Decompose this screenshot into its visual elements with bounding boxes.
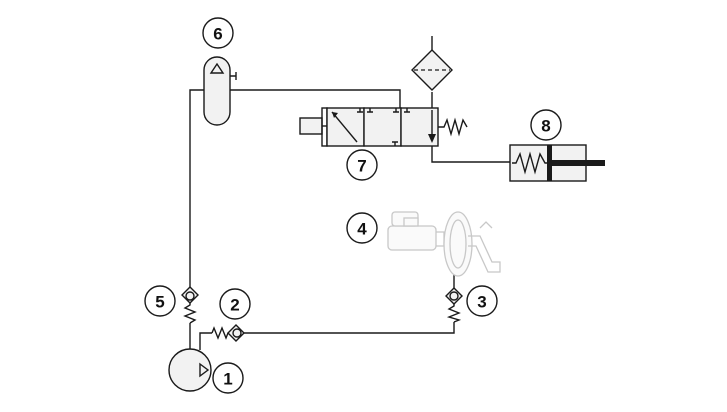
callout-4-circle (346, 212, 378, 244)
check-valve-5-spring-icon (183, 303, 197, 324)
pedal-pivot-icon (479, 221, 493, 229)
callout-8: 8 (530, 109, 562, 141)
actuator-spring-icon (512, 151, 548, 175)
callout-1: 1 (212, 362, 244, 394)
check-valve-5 (181, 286, 199, 324)
callout-5-label: 5 (155, 293, 164, 312)
reservoir-cap (403, 217, 419, 227)
valve-cell-2 (363, 107, 402, 147)
check-valve-2-body (227, 324, 245, 342)
pipe-pump-to-valve2 (199, 332, 212, 350)
actuator-rod (552, 160, 605, 166)
callout-3-label: 3 (477, 293, 486, 312)
callout-6: 6 (202, 17, 234, 49)
valve-block-symbol-1 (357, 108, 363, 113)
solenoid-coil (299, 117, 323, 135)
callout-7-label: 7 (357, 157, 366, 176)
valve-block-symbol-3 (393, 108, 399, 113)
accumulator-triangle-icon (209, 62, 225, 74)
valve-block-symbol-4 (404, 108, 410, 113)
callout-1-label: 1 (223, 370, 232, 389)
check-valve-3-spring-icon (446, 304, 462, 323)
solenoid-connector (321, 107, 328, 147)
booster-neck (436, 231, 445, 247)
pump-body (168, 348, 212, 392)
pipe-accumulator-to-valve5 (189, 89, 204, 287)
check-valve-3 (445, 287, 463, 323)
pipe-network (189, 89, 510, 355)
callout-6-circle (202, 17, 234, 49)
pipe-valve2-to-valve3 (244, 322, 455, 334)
pipe-valve7-to-actuator (431, 146, 510, 163)
check-valve-2 (211, 324, 245, 342)
callout-8-label: 8 (541, 117, 550, 136)
valve-return-spring-icon (438, 117, 468, 137)
actuator-piston (547, 145, 552, 181)
accumulator-body (203, 56, 231, 126)
valve-flow-arrow-icon (428, 134, 436, 143)
accumulator-port-icon (230, 72, 237, 80)
callout-7-circle (346, 149, 378, 181)
brake-booster-illustration (387, 211, 501, 277)
check-valve-3-ball-icon (449, 291, 459, 301)
callout-2-label: 2 (230, 296, 239, 315)
check-valve-3-body (445, 287, 463, 305)
pump (168, 348, 212, 392)
solenoid-valve (299, 107, 468, 147)
callout-8-circle (530, 109, 562, 141)
callout-5-circle (144, 285, 176, 317)
callout-3-circle (466, 285, 498, 317)
brake-pedal-linkage (468, 235, 501, 273)
pipe-accumulator-to-valve7 (230, 89, 401, 108)
filter (411, 36, 453, 91)
callout-4-label: 4 (357, 220, 367, 239)
callout-6-label: 6 (213, 25, 222, 44)
master-cylinder (387, 225, 437, 251)
callout-4: 4 (346, 212, 378, 244)
valve-variable-arrow-icon (332, 112, 338, 118)
booster-inner-ring (449, 219, 467, 269)
booster-diaphragm (443, 211, 473, 277)
valve-variable-arrow-line (331, 111, 358, 143)
check-valve-2-spring-icon (211, 326, 229, 340)
check-valve-2-ball-icon (232, 328, 242, 338)
callout-7: 7 (346, 149, 378, 181)
pump-direction-icon (199, 362, 210, 378)
valve-block-symbol-2 (367, 108, 373, 113)
accumulator (203, 56, 237, 126)
valve-block-symbol-5 (392, 141, 398, 146)
check-valve-5-ball-icon (185, 291, 195, 301)
callout-2: 2 (219, 288, 251, 320)
callout-5: 5 (144, 285, 176, 317)
callout-2-circle (219, 288, 251, 320)
actuator-cylinder (509, 144, 605, 182)
callout-3: 3 (466, 285, 498, 317)
callout-1-circle (212, 362, 244, 394)
